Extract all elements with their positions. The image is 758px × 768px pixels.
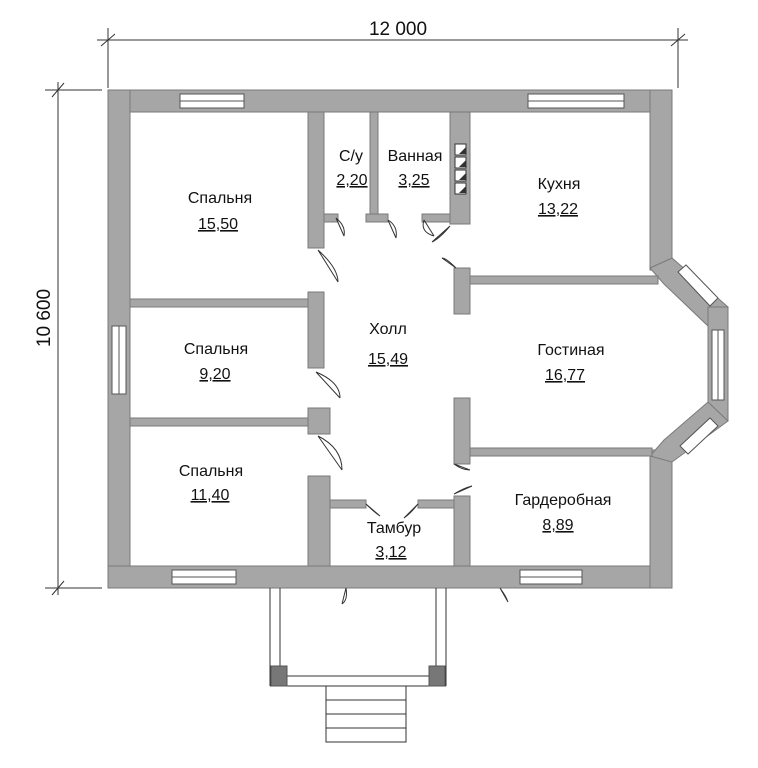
- room-name-bedroom-2: Спальня: [184, 341, 248, 358]
- wall-wc-bath: [369, 111, 379, 221]
- room-name-hall: Холл: [369, 321, 407, 338]
- wall-bedroom1-bedroom2: [129, 298, 309, 308]
- porch-columns: [270, 665, 446, 687]
- room-area-hall: 15,49: [368, 351, 408, 368]
- room-name-wardrobe: Гардеробная: [515, 492, 612, 509]
- porch: [269, 588, 447, 687]
- window-bay-lower: [679, 417, 719, 455]
- room-area-bedroom-3: 11,40: [191, 487, 230, 504]
- window-bay-upper: [677, 264, 719, 307]
- room-area-kitchen: 13,22: [538, 201, 578, 218]
- exterior-wall-right-lower: [649, 449, 673, 589]
- bay-wall-lower: [649, 401, 729, 463]
- room-area-vestibule: 3,12: [375, 544, 406, 561]
- porch-stairs: [325, 685, 407, 743]
- room-name-bedroom-1: Спальня: [188, 190, 252, 207]
- wall-bedrooms-hall-a: [307, 111, 325, 249]
- windows: [111, 93, 725, 585]
- room-area-bedroom-1: 15,50: [198, 216, 238, 233]
- wall-vestibule-top-left: [329, 499, 367, 509]
- window-mullions: [118, 100, 719, 578]
- wall-hall-living: [453, 397, 471, 465]
- porch-column-right: [428, 665, 446, 687]
- room-area-bedroom-2: 9,20: [199, 366, 230, 383]
- wall-living-wardrobe: [469, 447, 653, 457]
- height-dimension-label: 10 600: [34, 289, 55, 347]
- wall-bedrooms-hall-b: [307, 291, 325, 369]
- room-name-living-room: Гостиная: [537, 342, 604, 359]
- room-area-bathroom: 3,25: [398, 172, 429, 189]
- dimension-lines: [45, 28, 688, 596]
- porch-column-left: [270, 665, 288, 687]
- wall-bedroom2-bedroom3: [129, 417, 309, 427]
- wall-wc-bath-bottom: [365, 213, 389, 223]
- room-area-living-room: 16,77: [545, 367, 585, 384]
- door-swings: [315, 217, 509, 605]
- room-name-bedroom-3: Спальня: [179, 463, 243, 480]
- room-name-vestibule: Тамбур: [367, 520, 421, 537]
- exterior-wall-right-upper: [649, 89, 673, 271]
- wall-hall-wardrobe: [453, 495, 471, 567]
- ventilation-shafts-hatch: [459, 147, 466, 193]
- room-area-wardrobe: 8,89: [542, 517, 573, 534]
- wall-kitchen-hall: [453, 267, 471, 315]
- wall-bath-bottom: [421, 213, 451, 223]
- wall-kitchen-living: [469, 275, 659, 285]
- width-dimension-label: 12 000: [369, 19, 427, 40]
- wall-wc-bottom: [323, 213, 339, 223]
- room-name-wc: С/у: [339, 148, 363, 165]
- room-labels: Спальня 15,50 С/у 2,20 Ванная 3,25 Кухня…: [179, 148, 612, 561]
- wall-bedrooms-hall-c: [307, 407, 331, 435]
- room-area-wc: 2,20: [336, 172, 367, 189]
- wall-vestibule-top-right: [417, 499, 455, 509]
- room-name-bathroom: Ванная: [388, 148, 443, 165]
- room-name-kitchen: Кухня: [538, 176, 581, 193]
- wall-bedrooms-hall-d: [307, 475, 331, 567]
